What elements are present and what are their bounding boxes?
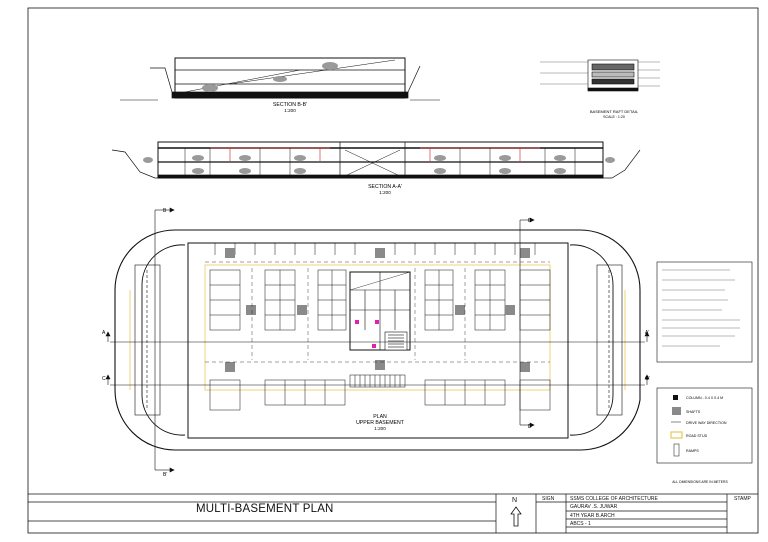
plan-outline: [114, 229, 641, 451]
section-aa-title: SECTION A-A': [368, 184, 402, 190]
north-arrow-icon: [510, 506, 522, 527]
sheet-border: [27, 7, 759, 534]
legend-label-ramps: RAMPS: [686, 449, 699, 453]
plan-subtitle: UPPER BASEMENT: [356, 420, 405, 426]
sign-label: SIGN: [542, 496, 555, 502]
marker-c: C: [102, 376, 106, 382]
marker-d-prime: D': [528, 424, 533, 430]
plan-central-core: [349, 271, 411, 351]
legend-label-drive: DRIVE WAY DIRECTION: [686, 421, 727, 425]
plan-lift-markers: [355, 320, 379, 348]
area-statement-box: [656, 261, 753, 363]
section-aa-drawing: [111, 141, 641, 179]
marker-d: D: [528, 218, 532, 224]
section-bb-scale: 1:200: [284, 108, 296, 113]
plan-scale: 1:200: [374, 426, 386, 431]
marker-a: A: [102, 330, 106, 336]
marker-b-prime: B': [163, 472, 167, 478]
section-bb-drawing: [120, 57, 440, 101]
section-bb-title: SECTION B-B': [273, 102, 307, 108]
title-block: [28, 493, 758, 533]
legend-label-road-stud: ROAD STUD: [686, 434, 708, 438]
plan-parking-top: [214, 243, 536, 255]
marker-a-prime: A': [645, 330, 649, 336]
section-aa-scale: 1:200: [379, 190, 391, 195]
north-label: N: [512, 497, 518, 504]
legend-box: [656, 387, 753, 464]
raft-detail-title: BASEMENT RAFT DETAIL: [590, 109, 639, 114]
college-name: SSMS COLLEGE OF ARCHITECTURE: [570, 496, 658, 502]
raft-detail-drawing: [540, 59, 660, 92]
section-aa-columns: [184, 148, 576, 175]
legend-label-column: COLUMN - 0.4 X 0.4 M: [686, 396, 723, 400]
column-symbol: [673, 395, 678, 400]
plan-ramps: [134, 264, 623, 416]
road-stud-swatch: [670, 431, 683, 439]
plan-shafts: [225, 248, 530, 372]
shaft-swatch: [672, 407, 681, 415]
stamp-label: STAMP: [734, 496, 751, 502]
plan-title: PLAN: [373, 414, 387, 420]
marker-c-prime: C': [645, 376, 650, 382]
notes-caption: ALL DIMENSIONS ARE IN METERS: [672, 480, 728, 484]
sheet-title: MULTI-BASEMENT PLAN: [196, 503, 334, 515]
plan-section-cuts: [105, 207, 650, 473]
ramp-symbol: [673, 443, 680, 457]
marker-b: B: [163, 208, 167, 214]
year-label: 4TH YEAR B.ARCH: [570, 512, 615, 519]
raft-detail-scale: SCALE : 1:20: [603, 115, 625, 119]
plan-parking-bottom: [209, 374, 551, 411]
section-aa-cars: [143, 155, 615, 174]
student-name: GAURAV .S. JUWAR: [570, 504, 618, 510]
plan-parking-blocks: [209, 269, 551, 331]
legend-label-shafts: SHAFTS: [686, 410, 701, 414]
subject-label: ABCS - 1: [570, 520, 591, 527]
plan-drive-lines: [205, 261, 550, 363]
